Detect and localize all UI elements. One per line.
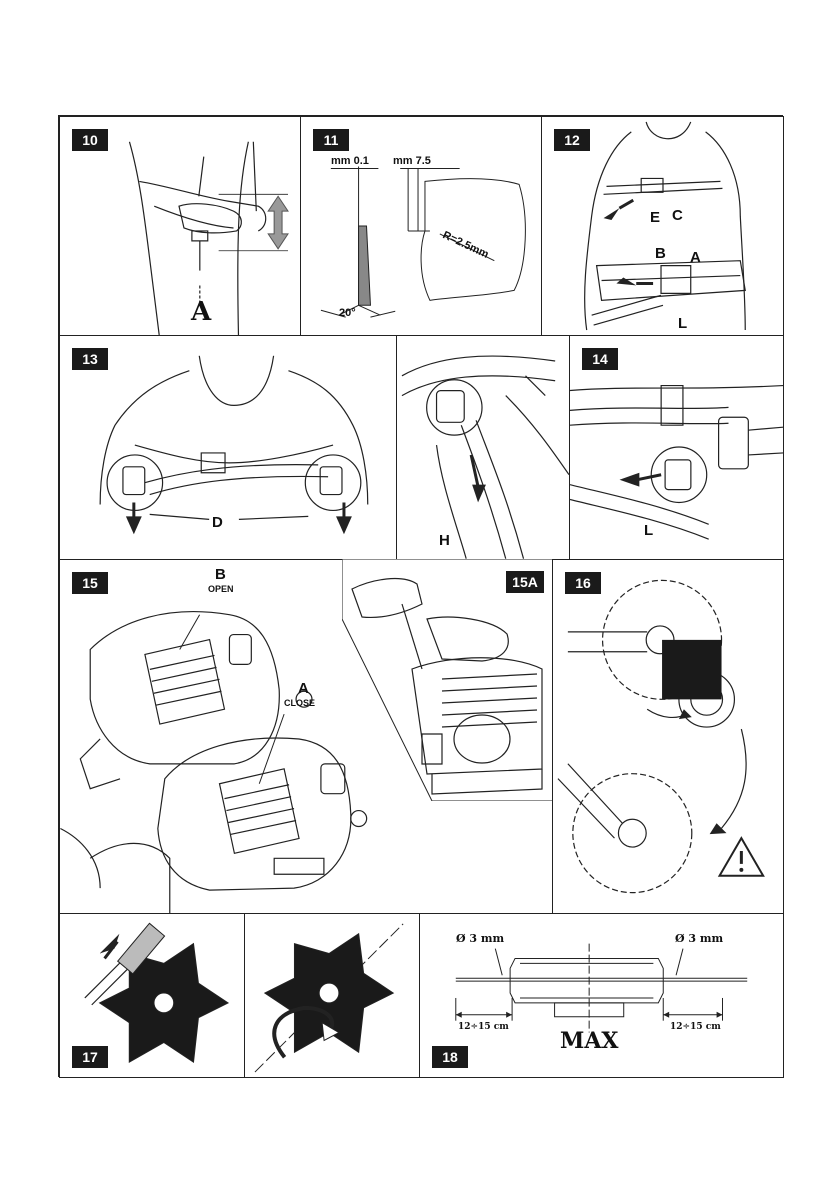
length-left: 12÷15 cm — [458, 1022, 509, 1032]
label-a: A — [191, 297, 211, 327]
label-l: L — [644, 522, 653, 539]
panel-number: 11 — [313, 129, 349, 151]
panel-number: 12 — [554, 129, 590, 151]
panel-number: 15 — [72, 572, 108, 594]
label-b: B — [655, 245, 666, 262]
length-right: 12÷15 cm — [670, 1022, 721, 1032]
panel-17-detail — [244, 913, 420, 1078]
label-open: OPEN — [208, 584, 234, 594]
panel-11: 11 mm 0.1 mm 7.5 R=2.5mm 20° — [300, 116, 542, 336]
panel-number: 17 — [72, 1046, 108, 1068]
max-label: MAX — [560, 1028, 619, 1054]
panel-number: 10 — [72, 129, 108, 151]
panel-17: 17 — [59, 913, 245, 1078]
panel-16: 16 — [552, 559, 784, 914]
strap-h-illustration — [397, 336, 569, 559]
label-b: B — [215, 566, 226, 583]
label-d: D — [212, 514, 223, 531]
label-a: A — [298, 680, 309, 697]
dimension-left: mm 0.1 — [331, 155, 369, 167]
warning-triangle-icon — [720, 838, 764, 876]
panel-15a: 15A — [342, 559, 553, 801]
panel-number: 16 — [565, 572, 601, 594]
label-c: C — [672, 207, 683, 224]
label-a: A — [690, 249, 701, 266]
label-e: E — [650, 209, 660, 226]
diameter-left: Ø 3 mm — [456, 932, 504, 945]
panel-13-detail: H — [396, 335, 570, 560]
diameter-right: Ø 3 mm — [675, 932, 723, 945]
blade-rotation-illustration — [553, 560, 783, 913]
shoulder-strap-illustration — [60, 336, 396, 559]
angle-label: 20° — [339, 307, 356, 319]
carburetor-adjust-illustration — [342, 559, 553, 801]
panel-number: 15A — [506, 571, 544, 593]
dimension-right: mm 7.5 — [393, 155, 431, 167]
label-close: CLOSE — [284, 698, 315, 708]
panel-number: 13 — [72, 348, 108, 370]
panel-number: 14 — [582, 348, 618, 370]
blade-rotate-illustration — [245, 914, 419, 1077]
panel-14: 14 L — [569, 335, 784, 560]
panel-18: Ø 3 mm Ø 3 mm 12÷15 cm 12÷15 cm MAX 18 — [419, 913, 784, 1078]
panel-12: 12 E C B A L — [541, 116, 784, 336]
panel-number: 18 — [432, 1046, 468, 1068]
label-h: H — [439, 532, 450, 549]
panel-10: 10 A — [59, 116, 301, 336]
label-l: L — [678, 315, 687, 332]
illustration-grid: 10 A 11 mm 0.1 mm 7.5 — [58, 115, 783, 1077]
panel-13: 13 D — [59, 335, 397, 560]
